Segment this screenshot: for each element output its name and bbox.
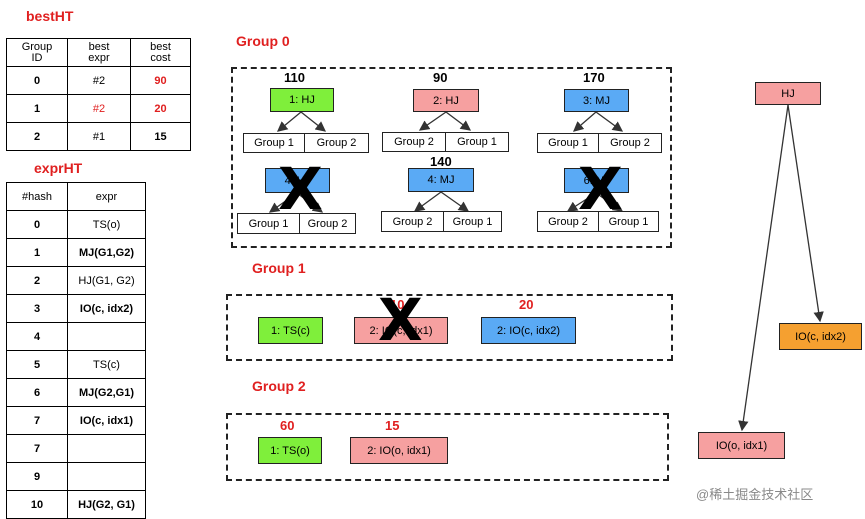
watermark: @稀土掘金技术社区: [696, 487, 814, 502]
arrow: [276, 111, 302, 132]
expr-node: 2: IO(o, idx1): [350, 437, 448, 464]
expr-ht-title: exprHT: [34, 160, 83, 176]
child-group: Group 2: [599, 133, 662, 153]
child-group: Group 2: [382, 132, 446, 152]
best-ht-cell: #1: [67, 122, 131, 151]
arrow: [418, 111, 447, 131]
expr-ht-cell: 2: [6, 266, 68, 295]
arrow: [566, 192, 597, 212]
child-groups: Group 1 Group 2: [237, 213, 356, 234]
expr-node: 2: HJ: [413, 89, 479, 112]
group0-box: [231, 67, 672, 248]
group1-title: Group 1: [252, 260, 306, 276]
table-row: 4: [6, 322, 146, 351]
expr-ht-header-expr: expr: [67, 182, 146, 211]
pruned-x-mark: X: [378, 286, 423, 354]
arrow: [296, 192, 324, 213]
child-groups: Group 2 Group 1: [381, 211, 502, 232]
expr-node: 1: HJ: [270, 88, 334, 112]
arrow: [268, 192, 298, 213]
expr-ht-cell: MJ(G1,G2): [67, 238, 146, 267]
arrow: [413, 191, 442, 212]
group1-box: [226, 294, 673, 361]
best-ht-cell: 15: [130, 122, 191, 151]
arrow: [787, 104, 824, 323]
expr-node: 4: MJ: [408, 168, 474, 192]
pruned-x-mark: X: [578, 155, 623, 223]
cost-label: 60: [280, 418, 295, 433]
expr-ht-cell: TS(o): [67, 210, 146, 239]
expr-ht-cell: [67, 462, 146, 491]
expr-ht-cell: 9: [6, 462, 68, 491]
arrow: [595, 192, 624, 212]
expr-ht-cell: [67, 434, 146, 463]
plan-left-node: IO(o, idx1): [698, 432, 785, 459]
group2-title: Group 2: [252, 378, 306, 394]
expr-ht-header-hash: #hash: [6, 182, 68, 211]
expr-ht-cell: IO(c, idx1): [67, 406, 146, 435]
child-group: Group 1: [446, 132, 509, 152]
child-group: Group 1: [237, 213, 300, 234]
expr-ht-cell: HJ(G1, G2): [67, 266, 146, 295]
expr-node: 6: NJ: [564, 168, 629, 193]
child-groups: Group 2 Group 1: [382, 132, 509, 152]
arrow: [595, 111, 624, 132]
cost-label: 10: [390, 297, 405, 312]
expr-node: 2: IO(c, idx2): [481, 317, 576, 344]
expr-node: 1: TS(o): [258, 437, 322, 464]
expr-ht-cell: 0: [6, 210, 68, 239]
best-ht-cell: 1: [6, 94, 68, 123]
child-group: Group 1: [243, 133, 305, 153]
cost-label: 90: [433, 70, 448, 85]
expr-node: 2: IO(c, idx1): [354, 317, 448, 344]
child-group: Group 2: [305, 133, 369, 153]
child-groups: Group 1 Group 2: [243, 133, 369, 153]
child-group: Group 2: [300, 213, 356, 234]
arrow: [300, 111, 327, 132]
cost-label: 140: [430, 154, 452, 169]
cost-label: 20: [519, 297, 534, 312]
table-row: 9: [6, 462, 146, 491]
cost-label: 15: [385, 418, 400, 433]
group0-title: Group 0: [236, 33, 290, 49]
pruned-x-mark: X: [278, 155, 323, 223]
expr-node: 3: MJ: [564, 89, 629, 112]
child-group: Group 1: [599, 211, 659, 232]
expr-ht-cell: MJ(G2,G1): [67, 378, 146, 407]
child-groups: Group 1 Group 2: [537, 133, 662, 153]
plan-right-node: IO(c, idx2): [779, 323, 862, 350]
besthT-title: bestHT: [26, 8, 74, 24]
plan-root-node: HJ: [755, 82, 821, 105]
child-group: Group 2: [381, 211, 444, 232]
best-ht-cell: 90: [130, 66, 191, 95]
arrow: [738, 104, 789, 432]
table-row: 7: [6, 434, 146, 463]
arrow: [445, 111, 472, 131]
expr-node: 1: TS(c): [258, 317, 323, 344]
arrow: [440, 191, 470, 212]
group2-box: [226, 413, 669, 481]
expr-node: 4: HJ: [265, 168, 330, 193]
child-group: Group 2: [537, 211, 599, 232]
child-groups: Group 2 Group 1: [537, 211, 659, 232]
arrow: [573, 111, 597, 132]
expr-ht-cell: IO(c, idx2): [67, 294, 146, 323]
expr-ht-cell: TS(c): [67, 350, 146, 379]
child-group: Group 1: [444, 211, 502, 232]
table-row: 2 #1 15: [6, 122, 191, 151]
cost-label: 170: [583, 70, 605, 85]
expr-ht-cell: 3: [6, 294, 68, 323]
cost-label: 110: [284, 70, 305, 85]
child-group: Group 1: [537, 133, 599, 153]
